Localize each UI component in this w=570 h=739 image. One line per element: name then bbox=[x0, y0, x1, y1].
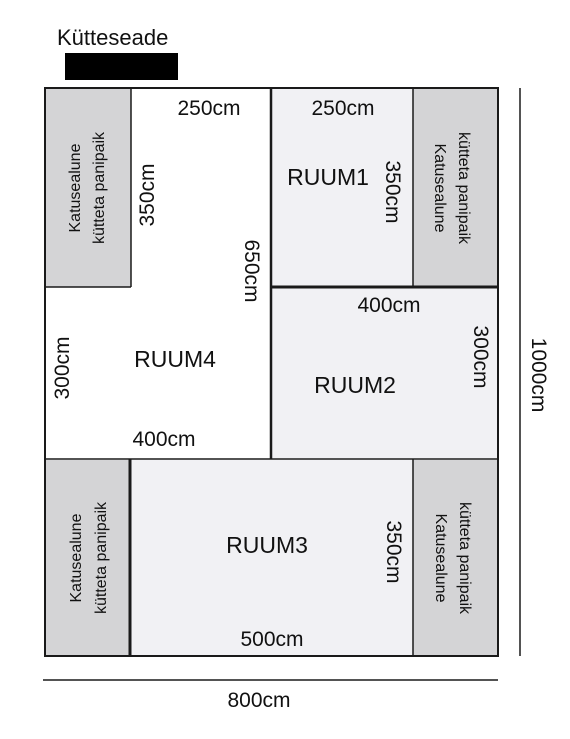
walls bbox=[44, 87, 499, 657]
attic-label-bottom-left-line1: Katusealune bbox=[68, 513, 85, 602]
ruum3-width-dim: 500cm bbox=[240, 628, 303, 651]
ruum4-upper-height-dim: 350cm bbox=[136, 163, 159, 226]
attic-label-top-left-line1: Katusealune bbox=[67, 143, 84, 232]
attic-storage-top-left bbox=[45, 89, 131, 287]
heater-unit bbox=[65, 53, 178, 80]
attic-storage-top-right bbox=[413, 89, 498, 286]
ruum2-width-dim: 400cm bbox=[357, 294, 420, 317]
heater-label: Kütteseade bbox=[57, 25, 168, 50]
ruum4-upper-width-dim: 250cm bbox=[177, 97, 240, 120]
ruum4-height-dim: 300cm bbox=[51, 336, 74, 399]
attic-label-top-right-line2: kütteta panipaik bbox=[455, 132, 472, 245]
attic-label-bottom-left-line2: kütteta panipaik bbox=[93, 501, 110, 614]
overall-height-dim: 1000cm bbox=[527, 338, 550, 413]
ruum1-name: RUUM1 bbox=[287, 164, 369, 190]
ruum3-name: RUUM3 bbox=[226, 532, 308, 558]
ruum4-width-dim: 400cm bbox=[132, 428, 195, 451]
ruum2-height-dim: 300cm bbox=[469, 325, 492, 388]
attic-label-bottom-right-line1: Katusealune bbox=[432, 514, 449, 603]
ruum4-total-height-dim: 650cm bbox=[240, 239, 263, 302]
room-ruum1 bbox=[271, 89, 413, 286]
room-ruum4 bbox=[45, 89, 271, 458]
attic-label-top-left-line2: kütteta panipaik bbox=[91, 131, 108, 244]
attic-storage-bottom-right bbox=[413, 460, 498, 656]
room-ruum3 bbox=[131, 460, 413, 656]
attic-label-bottom-right-line2: kütteta panipaik bbox=[456, 502, 473, 615]
room-ruum2 bbox=[271, 288, 498, 458]
attic-storage-bottom-left bbox=[45, 460, 131, 656]
ruum4-name: RUUM4 bbox=[134, 346, 216, 372]
ruum3-height-dim: 350cm bbox=[382, 520, 405, 583]
ruum2-name: RUUM2 bbox=[314, 372, 396, 398]
ruum1-height-dim: 350cm bbox=[381, 160, 404, 223]
overall-width-dim: 800cm bbox=[227, 689, 290, 712]
attic-label-top-right-line1: Katusealune bbox=[431, 144, 448, 233]
ruum1-width-dim: 250cm bbox=[311, 97, 374, 120]
